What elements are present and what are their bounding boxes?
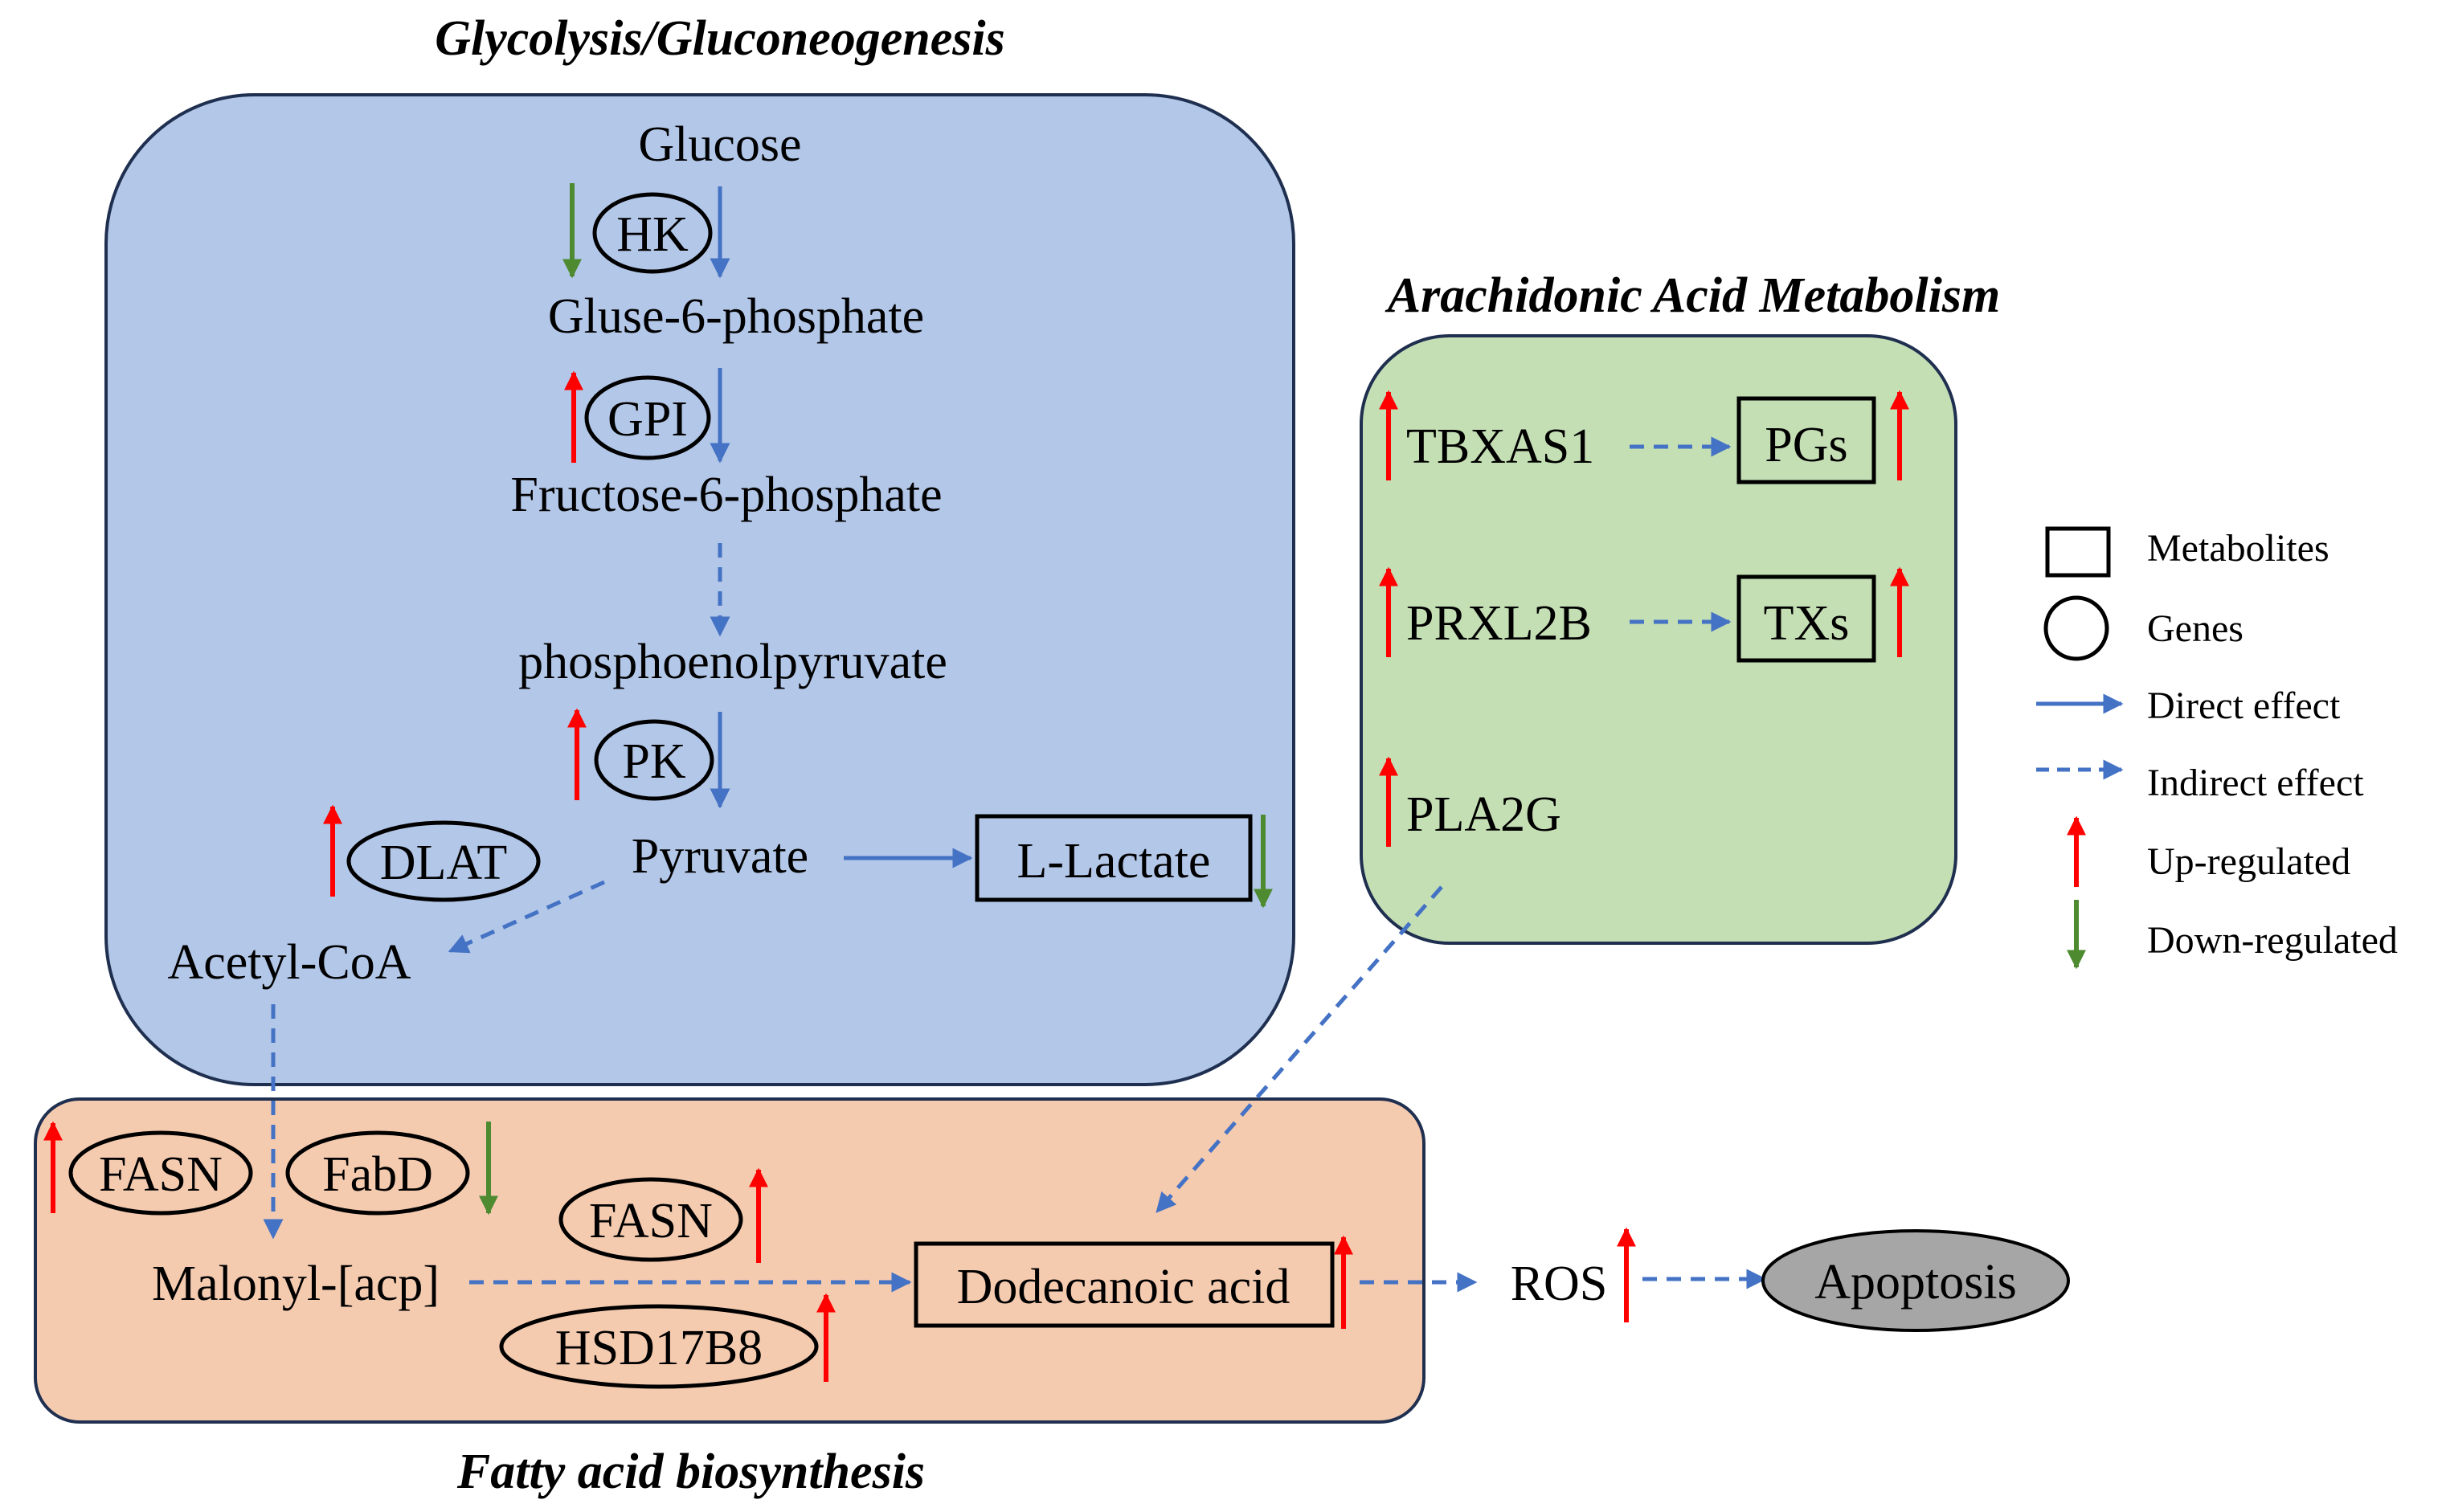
tbxas1-label: TBXAS1 (1406, 419, 1594, 474)
arachidonic-panel (1360, 334, 1957, 945)
txs-box (1736, 574, 1876, 663)
fatty-acid-title: Fatty acid biosynthesis (456, 1445, 925, 1499)
pyruvate-to-acetylcoa-arrow (448, 880, 606, 954)
legend-up-label: Up-regulated (2147, 840, 2350, 883)
dlat-label: DLAT (380, 836, 507, 890)
fabd-gene (285, 1130, 470, 1216)
hsd17b8-label: HSD17B8 (555, 1321, 763, 1375)
pgs-box (1736, 396, 1876, 484)
hk-gene (592, 192, 713, 274)
legend: Metabolites Genes Direct effect Indirect… (2036, 526, 2398, 970)
fasn-left-label: FASN (99, 1147, 223, 1202)
legend-metabolite-icon (2045, 526, 2111, 578)
legend-gene-icon (2043, 595, 2109, 661)
dlat-gene (346, 820, 541, 902)
malonyl-label: Malonyl-[acp] (152, 1257, 440, 1311)
pep-label: phosphoenolpyruvate (518, 635, 947, 689)
glycolysis-title: Glycolysis/Gluconeogenesis (435, 11, 1005, 66)
dodecanoic-label: Dodecanoic acid (957, 1260, 1290, 1314)
glycolysis-panel (104, 93, 1295, 1086)
f6p-label: Fructose-6-phosphate (510, 468, 942, 522)
pgs-label: PGs (1765, 418, 1847, 472)
apoptosis-label: Apoptosis (1814, 1255, 2016, 1310)
pk-gene (594, 719, 714, 801)
arachidonic-title: Arachidonic Acid Metabolism (1385, 268, 2000, 323)
fasn-mid-gene (558, 1177, 743, 1262)
fasn-left-gene (68, 1130, 253, 1216)
ros-label: ROS (1511, 1257, 1608, 1311)
acetyl-coa-label: Acetyl-CoA (167, 935, 411, 990)
dodecanoic-box (914, 1241, 1335, 1328)
fatty-acid-panel (34, 1097, 1425, 1424)
gpi-label: GPI (607, 392, 688, 447)
pla2g-label: PLA2G (1406, 787, 1561, 842)
hsd17b8-gene (499, 1304, 819, 1389)
g6p-label: Gluse-6-phosphate (548, 289, 924, 344)
glucose-label: Glucose (638, 117, 801, 172)
pyruvate-label: Pyruvate (632, 829, 808, 884)
legend-down-label: Down-regulated (2147, 919, 2398, 962)
apoptosis-node (1761, 1229, 2070, 1332)
pk-label: PK (622, 734, 685, 789)
hk-label: HK (616, 207, 689, 262)
txs-label: TXs (1764, 596, 1850, 651)
fabd-label: FabD (322, 1147, 433, 1202)
legend-genes-label: Genes (2147, 607, 2244, 650)
lactate-label: L-Lactate (1017, 834, 1211, 889)
gpi-gene (584, 375, 711, 460)
fasn-mid-label: FASN (589, 1194, 713, 1248)
prxl2b-label: PRXL2B (1406, 596, 1592, 651)
lactate-box (975, 814, 1253, 902)
legend-metabolites-label: Metabolites (2147, 527, 2329, 570)
legend-direct-label: Direct effect (2147, 684, 2341, 727)
legend-indirect-label: Indirect effect (2147, 762, 2364, 804)
